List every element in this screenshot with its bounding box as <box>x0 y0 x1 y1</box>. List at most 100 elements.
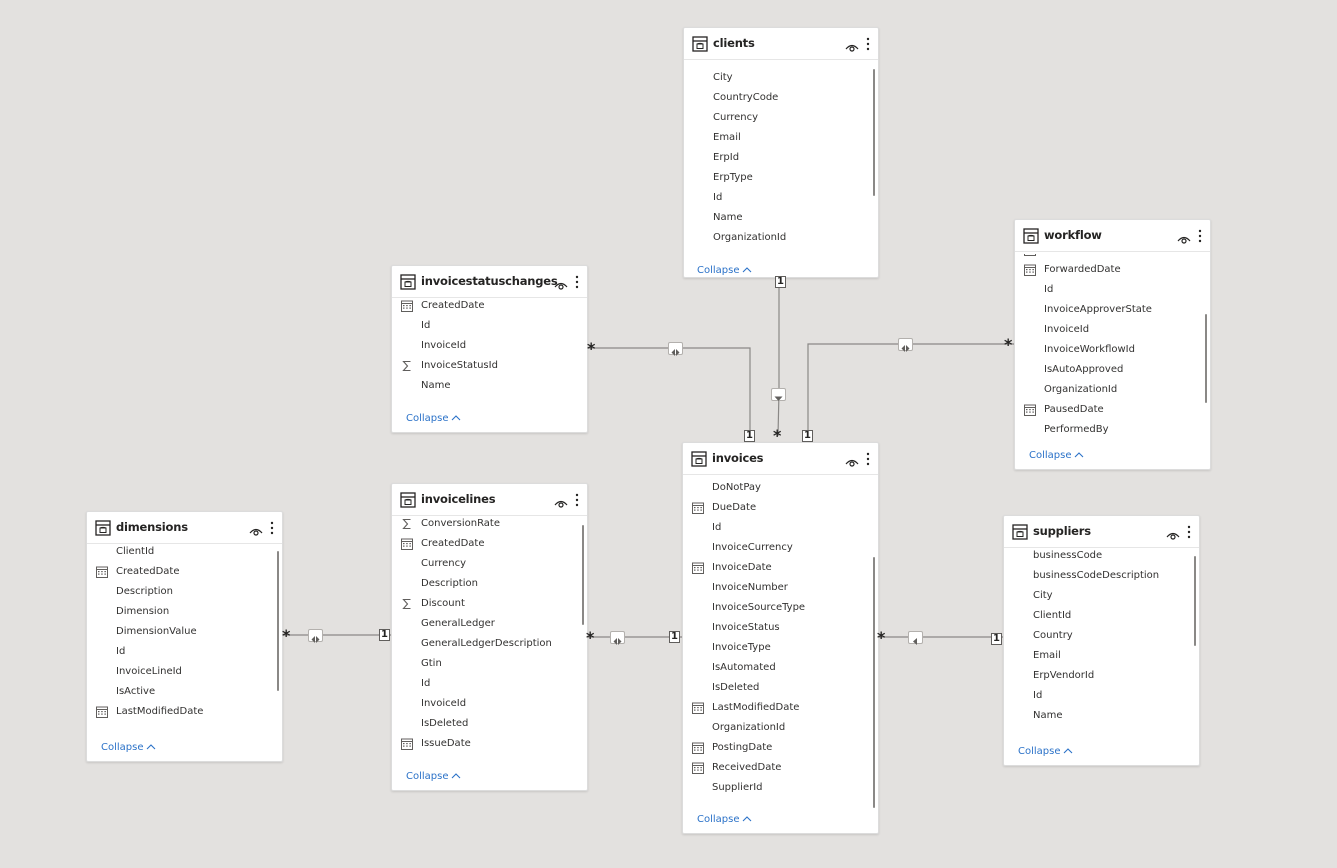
field-row[interactable]: businessCodeDescription <box>1004 566 1191 586</box>
cross-filter-direction-icon[interactable] <box>898 338 913 352</box>
eye-icon[interactable] <box>1177 230 1191 244</box>
table-header[interactable]: dimensions <box>87 512 282 544</box>
field-row[interactable]: IssueDate <box>392 734 579 754</box>
field-row[interactable]: CreatedDate <box>392 300 579 316</box>
field-row[interactable]: Discount <box>392 594 579 614</box>
field-row[interactable]: Gtin <box>392 654 579 674</box>
more-options-icon[interactable] <box>865 451 871 467</box>
collapse-button[interactable]: Collapse <box>697 265 752 276</box>
field-row[interactable]: IsAutoApproved <box>1015 360 1202 380</box>
field-row[interactable]: Name <box>684 208 870 228</box>
field-row[interactable]: Name <box>1004 706 1191 726</box>
field-row[interactable]: InvoiceStatusId <box>392 356 579 376</box>
field-row[interactable]: Id <box>392 674 579 694</box>
more-options-icon[interactable] <box>1186 524 1192 540</box>
field-row[interactable]: Description <box>392 574 579 594</box>
field-row[interactable]: InvoiceId <box>1015 320 1202 340</box>
field-row[interactable]: OrganizationId <box>1015 380 1202 400</box>
field-row[interactable]: LastModifiedDate <box>683 698 870 718</box>
table-header[interactable]: invoices <box>683 443 878 475</box>
table-header[interactable]: workflow <box>1015 220 1210 252</box>
scrollbar[interactable] <box>873 557 875 808</box>
eye-icon[interactable] <box>554 276 568 290</box>
field-row[interactable]: Currency <box>684 108 870 128</box>
field-row[interactable]: InvoiceApproverState <box>1015 300 1202 320</box>
field-row[interactable]: InvoiceId <box>392 336 579 356</box>
field-row[interactable]: Name <box>392 376 579 396</box>
field-row[interactable]: CreatedDate <box>87 562 274 582</box>
field-row[interactable]: PausedDate <box>1015 400 1202 420</box>
field-row[interactable]: IsActive <box>87 682 274 702</box>
field-row[interactable]: InvoiceLineId <box>87 662 274 682</box>
field-row[interactable]: Id <box>87 642 274 662</box>
more-options-icon[interactable] <box>574 274 580 290</box>
field-row[interactable]: InvoiceCurrency <box>683 538 870 558</box>
eye-icon[interactable] <box>554 494 568 508</box>
field-row[interactable]: City <box>684 68 870 88</box>
field-row[interactable]: ErpVendorId <box>1004 666 1191 686</box>
field-row[interactable]: Email <box>684 128 870 148</box>
field-row[interactable]: CreatedDate <box>1015 254 1202 260</box>
table-header[interactable]: suppliers <box>1004 516 1199 548</box>
field-row[interactable]: Description <box>87 582 274 602</box>
scrollbar[interactable] <box>582 525 584 625</box>
relationship-line[interactable] <box>807 343 1014 436</box>
collapse-button[interactable]: Collapse <box>406 413 461 424</box>
field-row[interactable]: businessCode <box>1004 550 1191 566</box>
field-row[interactable]: PerformedBy <box>1015 420 1202 440</box>
collapse-button[interactable]: Collapse <box>1029 450 1084 461</box>
field-row[interactable]: InvoiceWorkflowId <box>1015 340 1202 360</box>
cross-filter-direction-icon[interactable] <box>771 388 786 401</box>
field-row[interactable]: Id <box>392 316 579 336</box>
field-row[interactable]: InvoiceNumber <box>683 578 870 598</box>
scrollbar[interactable] <box>873 69 875 196</box>
field-row[interactable]: DoNotPay <box>683 478 870 498</box>
scrollbar[interactable] <box>1205 314 1207 403</box>
cross-filter-direction-icon[interactable] <box>308 629 323 643</box>
field-row[interactable]: Id <box>684 188 870 208</box>
field-row[interactable]: SupplierId <box>683 778 870 798</box>
field-row[interactable]: ClientId <box>87 546 274 562</box>
field-row[interactable]: CreatedDate <box>392 534 579 554</box>
cross-filter-direction-icon[interactable] <box>668 342 683 356</box>
scrollbar[interactable] <box>277 551 279 691</box>
field-row[interactable]: DimensionValue <box>87 622 274 642</box>
field-row[interactable]: Country <box>1004 626 1191 646</box>
field-row[interactable]: IsAutomated <box>683 658 870 678</box>
field-row[interactable]: Email <box>1004 646 1191 666</box>
field-row[interactable]: InvoiceSourceType <box>683 598 870 618</box>
field-row[interactable]: GeneralLedger <box>392 614 579 634</box>
relationship-line[interactable] <box>777 276 780 437</box>
table-header[interactable]: invoicelines <box>392 484 587 516</box>
field-row[interactable]: ForwardedDate <box>1015 260 1202 280</box>
field-row[interactable]: ErpType <box>684 168 870 188</box>
field-row[interactable]: ConversionRate <box>392 518 579 534</box>
more-options-icon[interactable] <box>574 492 580 508</box>
collapse-button[interactable]: Collapse <box>406 771 461 782</box>
field-row[interactable]: CountryCode <box>684 88 870 108</box>
field-row[interactable]: InvoiceDate <box>683 558 870 578</box>
table-header[interactable]: clients <box>684 28 878 60</box>
field-row[interactable]: Id <box>683 518 870 538</box>
field-row[interactable]: City <box>1004 586 1191 606</box>
field-row[interactable]: InvoiceType <box>683 638 870 658</box>
table-card-workflow[interactable]: workflowCreatedDateForwardedDateIdInvoic… <box>1014 219 1211 470</box>
field-row[interactable]: InvoiceStatus <box>683 618 870 638</box>
scrollbar[interactable] <box>1194 556 1196 646</box>
field-row[interactable]: PostingDate <box>683 738 870 758</box>
relationship-line[interactable] <box>587 347 751 436</box>
field-row[interactable]: ClientId <box>1004 606 1191 626</box>
more-options-icon[interactable] <box>1197 228 1203 244</box>
field-row[interactable]: GeneralLedgerDescription <box>392 634 579 654</box>
field-row[interactable]: Id <box>1015 280 1202 300</box>
field-list[interactable]: CreatedDateForwardedDateIdInvoiceApprove… <box>1015 254 1202 447</box>
